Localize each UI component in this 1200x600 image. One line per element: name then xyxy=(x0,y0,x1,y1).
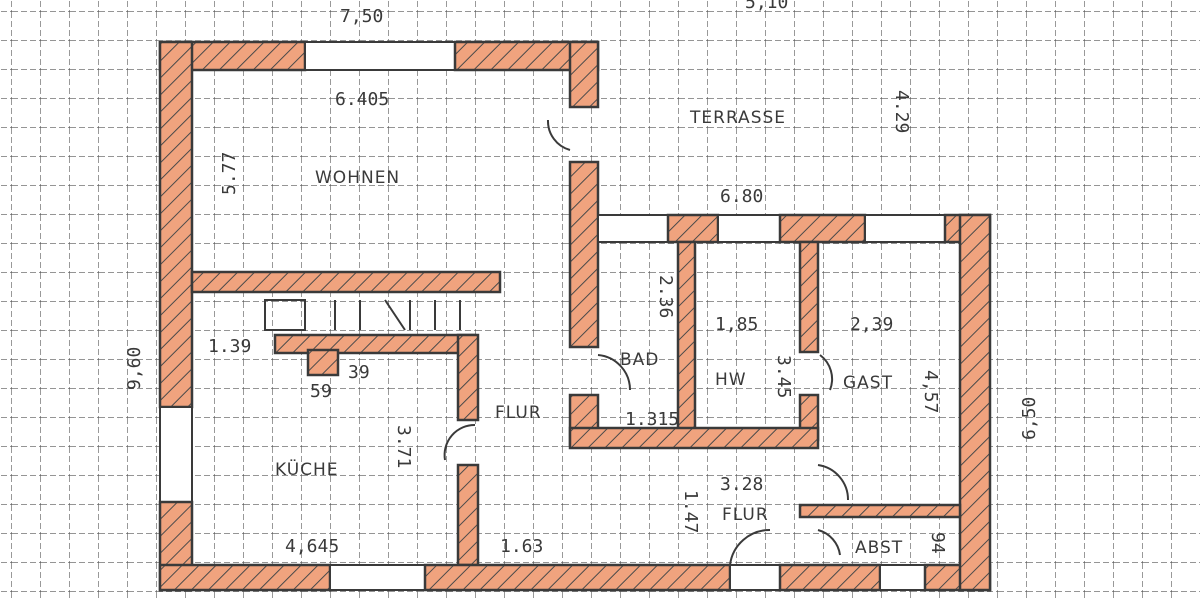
dim-gast-depth: 4,57 xyxy=(920,370,941,413)
dim-kueche-width: 4,645 xyxy=(285,536,339,557)
window-hw xyxy=(717,214,781,243)
room-hw: HW xyxy=(715,370,747,390)
doors xyxy=(264,119,850,566)
door-entrance-swing xyxy=(729,528,771,566)
dim-terrasse-width: 6.80 xyxy=(720,186,763,207)
dim-chimney-a: 39 xyxy=(348,362,370,383)
wall-right xyxy=(958,213,992,592)
dim-gast-width: 2,39 xyxy=(850,314,893,335)
dim-flur-width: 3.28 xyxy=(720,474,763,495)
dim-hw-width: 1,85 xyxy=(715,314,758,335)
wall-wohnen-right-2 xyxy=(568,160,600,349)
window-kueche-bottom xyxy=(329,564,426,591)
door-flur xyxy=(817,464,850,501)
window-gast xyxy=(864,214,946,243)
door-bad xyxy=(597,354,632,391)
wall-kueche-right xyxy=(456,333,480,422)
wall-bad-hw xyxy=(676,240,697,434)
window-abst xyxy=(879,564,926,591)
dim-hw-depth: 3.45 xyxy=(773,355,794,398)
dim-wohnen-width: 6.405 xyxy=(335,89,389,110)
door-kueche xyxy=(443,423,476,461)
wall-hw-gast xyxy=(798,240,820,354)
wall-bottom-3 xyxy=(778,563,882,592)
door-abst xyxy=(817,529,841,556)
stairs xyxy=(264,299,461,331)
dim-top-right: 5,10 xyxy=(745,0,788,13)
dim-chimney-b: 59 xyxy=(310,381,332,402)
room-terrasse: TERRASSE xyxy=(689,108,786,128)
wall-kueche-top xyxy=(273,333,477,355)
wall-stairs xyxy=(190,270,502,294)
room-kueche: KÜCHE xyxy=(275,458,339,480)
wall-bottom-1 xyxy=(158,563,332,592)
wall-abst-top xyxy=(798,503,962,519)
dim-bad-width: 1.315 xyxy=(625,409,679,430)
room-gast: GAST xyxy=(843,373,893,393)
dim-right-total: 6,50 xyxy=(1019,397,1040,440)
wall-left xyxy=(158,40,194,409)
dim-wohnen-depth: 5.77 xyxy=(219,152,240,195)
room-flur-right: FLUR xyxy=(722,505,769,525)
dim-flur-depth: 1.47 xyxy=(680,490,701,533)
window-bad xyxy=(597,214,669,243)
wall-bottom-2 xyxy=(423,563,732,592)
walls xyxy=(158,40,992,592)
room-abst: ABST xyxy=(855,538,903,558)
room-flur-left: FLUR xyxy=(495,403,542,423)
dim-flur-left-width: 1.63 xyxy=(500,536,543,557)
dim-terrasse-depth: 4.29 xyxy=(891,90,912,133)
labels: WOHNEN TERRASSE KÜCHE FLUR BAD HW GAST F… xyxy=(124,0,1040,558)
dim-top-left: 7,50 xyxy=(340,6,383,27)
dim-abst-depth: 94 xyxy=(927,532,948,554)
room-bad: BAD xyxy=(620,350,659,370)
dim-kueche-small: 1.39 xyxy=(208,336,251,357)
dim-left-total: 9,60 xyxy=(124,347,145,390)
window-wohnen xyxy=(304,41,456,71)
wall-right-top-2 xyxy=(778,213,867,244)
dim-bad-depth: 2.36 xyxy=(655,275,676,318)
wall-kueche-right-2 xyxy=(456,463,480,567)
window-kueche xyxy=(159,406,193,503)
chimney xyxy=(306,348,340,377)
wall-right-top-1 xyxy=(666,213,720,244)
wall-wohnen-right xyxy=(568,40,600,109)
wall-bad-flur xyxy=(568,426,820,450)
door-terrasse xyxy=(546,119,571,151)
room-wohnen: WOHNEN xyxy=(315,168,400,188)
door-gast xyxy=(819,354,834,391)
dim-kueche-depth: 3.71 xyxy=(393,425,414,468)
door-entrance xyxy=(729,564,781,591)
